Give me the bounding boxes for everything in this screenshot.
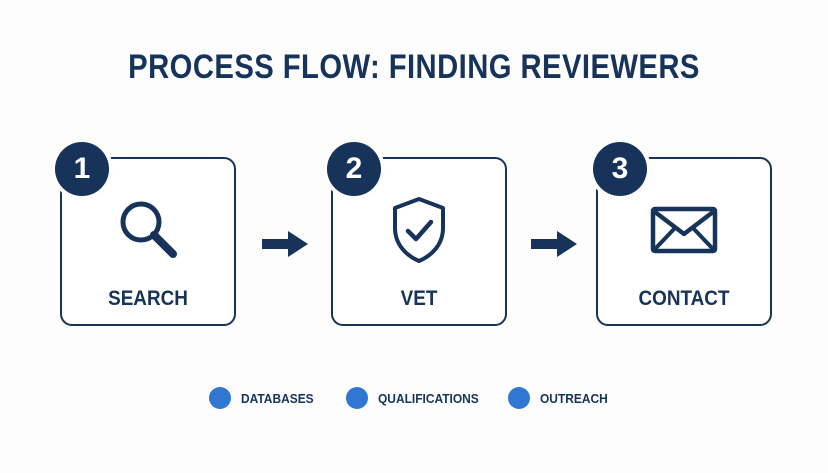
step-number-badge: 2 — [327, 142, 381, 196]
legend-item-outreach: OUTREACH — [508, 386, 614, 410]
step-number-badge: 3 — [593, 142, 647, 196]
shield-check-icon — [393, 197, 445, 263]
arrow-right-icon — [262, 231, 308, 257]
arrow-right-icon — [531, 231, 577, 257]
legend-item-databases: DATABASES — [209, 386, 320, 410]
step-label: VET — [400, 287, 438, 310]
step-label: CONTACT — [638, 287, 730, 310]
legend-label: OUTREACH — [540, 390, 608, 406]
step-number-badge: 1 — [55, 142, 109, 196]
envelope-icon — [650, 206, 718, 254]
legend-dot — [346, 387, 368, 409]
step-label: SEARCH — [108, 287, 188, 310]
page-title: PROCESS FLOW: FINDING REVIEWERS — [128, 48, 700, 86]
legend-item-qualifications: QUALIFICATIONS — [346, 386, 488, 410]
magnifier-icon — [120, 201, 177, 258]
legend-label: QUALIFICATIONS — [378, 390, 479, 406]
legend-dot — [508, 387, 530, 409]
legend-label: DATABASES — [241, 390, 314, 406]
legend-dot — [209, 387, 231, 409]
